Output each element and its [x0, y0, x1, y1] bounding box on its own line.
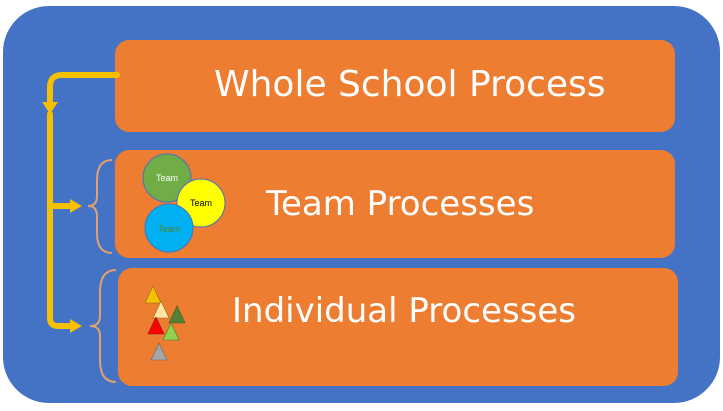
triangle-icon — [144, 285, 162, 304]
whole-school-box — [115, 40, 675, 132]
brace-team — [87, 159, 113, 254]
team-circle-3-label: Team — [158, 224, 180, 234]
team-circle-1: Team — [142, 153, 192, 203]
triangle-icon — [152, 300, 170, 319]
triangle-icon — [150, 342, 168, 361]
team-circle-3: Team — [144, 203, 194, 253]
whole-school-label: Whole School Process — [214, 64, 606, 105]
individual-processes-box — [118, 268, 678, 386]
triangle-icon — [162, 322, 180, 341]
arrowhead-down — [42, 102, 58, 114]
triangle-icon — [168, 305, 186, 324]
brace-individual — [89, 269, 117, 383]
team-processes-label: Team Processes — [266, 184, 535, 224]
team-processes-box — [115, 150, 675, 258]
triangle-icon — [147, 316, 165, 335]
connector-arrow — [47, 72, 120, 329]
arrowhead-individual — [70, 319, 82, 333]
arrowhead-team — [70, 199, 82, 213]
team-circle-1-label: Team — [156, 173, 178, 183]
team-circle-2-label: Team — [190, 198, 212, 208]
individual-processes-label: Individual Processes — [232, 291, 577, 331]
